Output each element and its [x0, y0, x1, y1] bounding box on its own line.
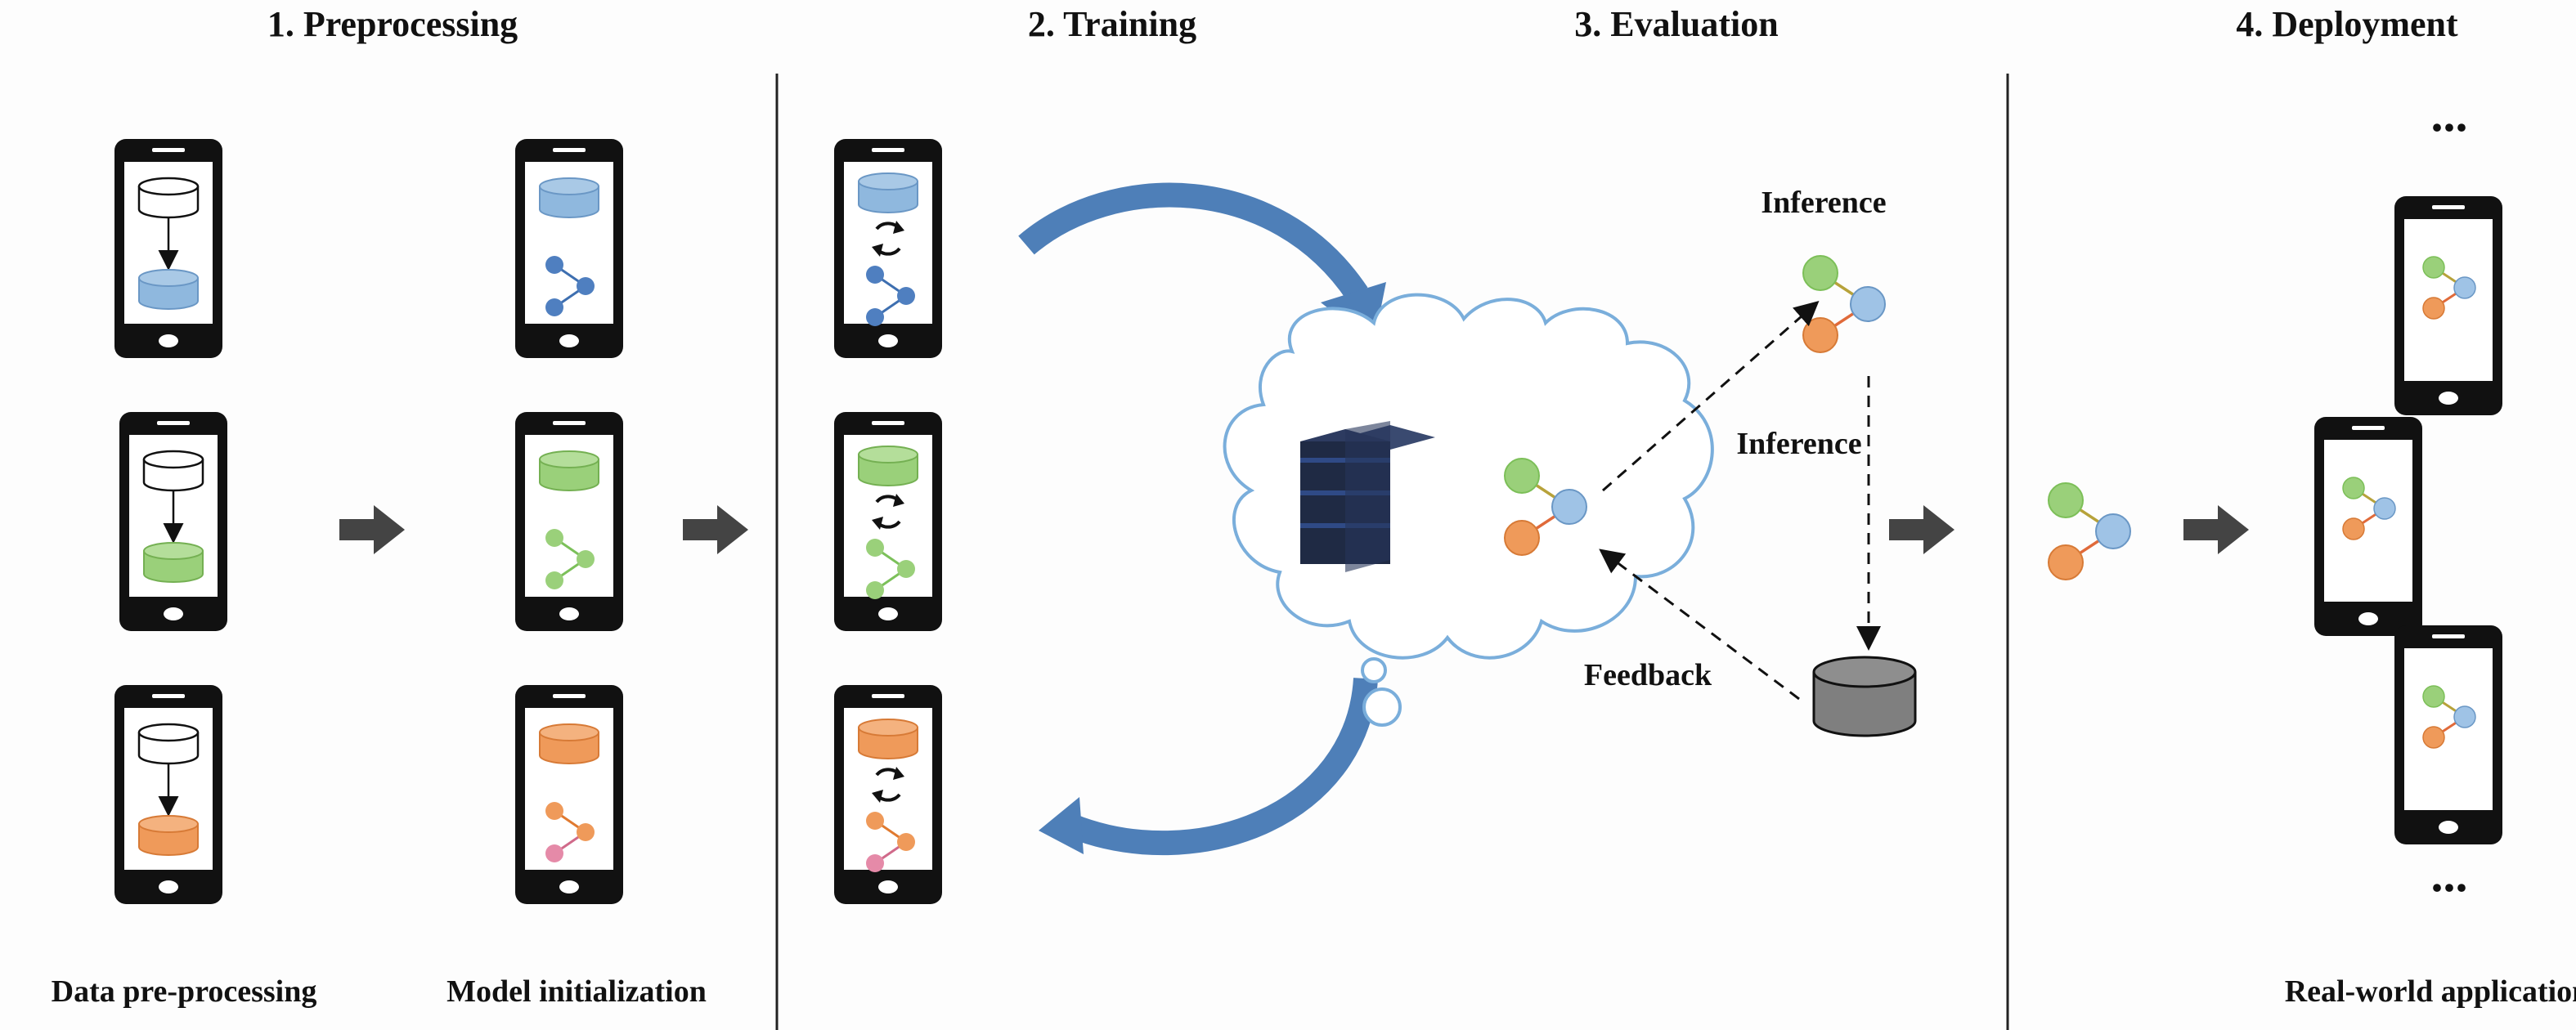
caption-model-initialization: Model initialization	[447, 974, 707, 1009]
database-icon	[142, 450, 204, 492]
smartphone-icon	[834, 412, 942, 631]
database-icon	[858, 446, 918, 486]
section-title-training: 2. Training	[1028, 4, 1196, 44]
database-icon	[858, 172, 918, 213]
client-phone-orange-init	[515, 685, 623, 904]
label-inference-side: Inference	[1736, 427, 1861, 461]
arrow-icon	[1889, 505, 1954, 554]
section-title-evaluation: 3. Evaluation	[1574, 4, 1778, 44]
database-icon	[138, 815, 199, 856]
smartphone-icon	[515, 139, 623, 358]
section-title-preprocessing: 1. Preprocessing	[267, 4, 518, 44]
smartphone-icon	[2394, 625, 2502, 844]
deployed-phone	[2394, 625, 2502, 844]
caption-data-preprocessing: Data pre-processing	[52, 974, 317, 1009]
smartphone-icon	[2394, 196, 2502, 415]
smartphone-icon	[834, 139, 942, 358]
client-phone-blue-training	[834, 139, 942, 358]
arrow-icon	[2183, 505, 2249, 554]
client-phone-green-preprocessing	[119, 412, 227, 631]
model-graph-icon	[2047, 481, 2132, 581]
client-phone-blue-preprocessing	[114, 139, 222, 358]
deployed-phone	[2314, 417, 2422, 636]
database-icon	[858, 719, 918, 759]
smartphone-icon	[2314, 417, 2422, 636]
client-phone-orange-preprocessing	[114, 685, 222, 904]
database-icon	[143, 542, 204, 583]
caption-real-world-application: Real-world application	[2285, 974, 2576, 1009]
feedback-arrow	[1599, 549, 1800, 701]
client-phone-orange-training	[834, 685, 942, 904]
arrow-icon	[683, 505, 748, 554]
server-icon	[1300, 421, 1435, 572]
client-phone-green-training	[834, 412, 942, 631]
ellipsis-top: ...	[2431, 87, 2468, 141]
deployed-phone	[2394, 196, 2502, 415]
database-icon	[539, 723, 599, 764]
client-phone-green-init	[515, 412, 623, 631]
database-icon	[137, 177, 200, 219]
database-icon	[1812, 656, 1917, 737]
label-inference-top: Inference	[1761, 186, 1886, 220]
smartphone-icon	[515, 685, 623, 904]
ellipsis-bottom: ...	[2431, 848, 2468, 902]
client-phone-blue-init	[515, 139, 623, 358]
database-icon	[539, 177, 599, 218]
smartphone-icon	[515, 412, 623, 631]
arrow-icon	[339, 505, 405, 554]
smartphone-icon	[834, 685, 942, 904]
section-title-deployment: 4. Deployment	[2236, 4, 2458, 44]
database-icon	[539, 450, 599, 491]
download-curve-arrow	[1039, 677, 1378, 856]
label-feedback: Feedback	[1584, 658, 1712, 692]
inference-arrow	[1602, 301, 1820, 492]
database-icon	[137, 723, 200, 765]
database-icon	[138, 269, 199, 310]
